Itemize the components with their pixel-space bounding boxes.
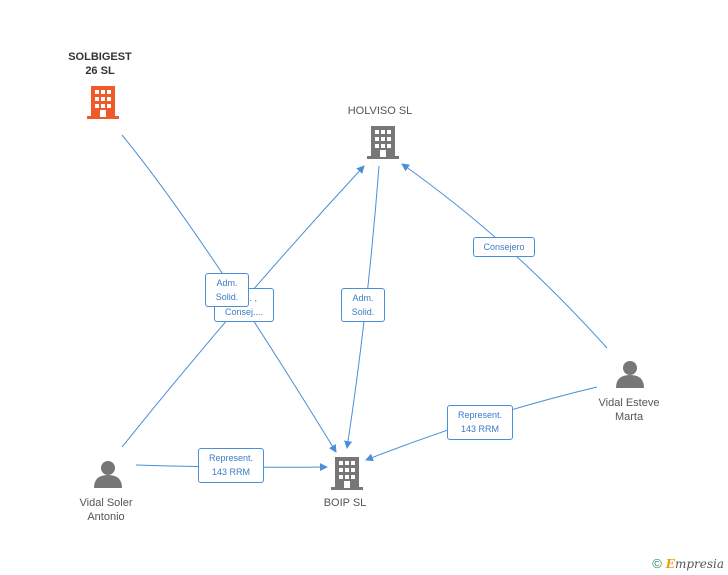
person-icon[interactable] (94, 461, 122, 488)
building-icon[interactable] (367, 126, 399, 159)
node-label-line: Vidal Esteve (598, 397, 660, 409)
node-label-vidal-esteve[interactable]: Vidal Esteve Marta (583, 396, 675, 424)
edge-label-line: Consej.... (224, 307, 264, 317)
node-label-solbigest[interactable]: SOLBIGEST 26 SL (55, 50, 145, 78)
brand-logo-rest: mpresia (674, 557, 724, 571)
edge-label-line: Solid. (351, 307, 375, 317)
node-label-line: 26 SL (85, 65, 115, 77)
edge-label-line: Adm. (216, 278, 238, 288)
node-label-holviso[interactable]: HOLVISO SL (330, 104, 430, 118)
edge-label-line: 143 RRM (460, 424, 499, 434)
building-icon[interactable] (331, 457, 363, 490)
edge-label-line: Adm. (352, 293, 374, 303)
edge-label-represent-1[interactable]: Represent. 143 RRM (198, 448, 264, 483)
node-label-line: Antonio (87, 511, 125, 523)
edge-solbigest-boip (121, 134, 337, 453)
edge-label-line: Represent. (208, 453, 254, 463)
footer-brand: ©Empresia (652, 556, 724, 571)
edge-label-adm-solid-2[interactable]: Adm. Solid. (341, 288, 385, 322)
node-label-vidal-soler[interactable]: Vidal Soler Antonio (60, 496, 152, 524)
node-label-line: BOIP SL (323, 497, 367, 509)
edge-label-consejero[interactable]: Consejero (473, 237, 535, 257)
brand-logo: Empresia (666, 557, 724, 571)
edge-label-line: Represent. (457, 410, 503, 420)
edge-label-adm-solid-1[interactable]: Adm. Solid. (205, 273, 249, 307)
node-label-line: Vidal Soler (79, 497, 133, 509)
node-label-line: HOLVISO SL (347, 105, 413, 117)
edge-label-line: 143 RRM (211, 467, 250, 477)
brand-logo-first-letter: E (665, 557, 675, 571)
person-icon[interactable] (616, 361, 644, 388)
edge-label-line: Consejero (483, 242, 525, 252)
node-label-line: Marta (614, 411, 644, 423)
building-icon[interactable] (87, 86, 119, 119)
copyright-icon: © (652, 556, 662, 571)
edge-label-line: Solid. (215, 292, 239, 302)
edge-label-represent-2[interactable]: Represent. 143 RRM (447, 405, 513, 440)
node-label-line: SOLBIGEST (68, 51, 132, 63)
node-label-boip[interactable]: BOIP SL (305, 496, 385, 510)
